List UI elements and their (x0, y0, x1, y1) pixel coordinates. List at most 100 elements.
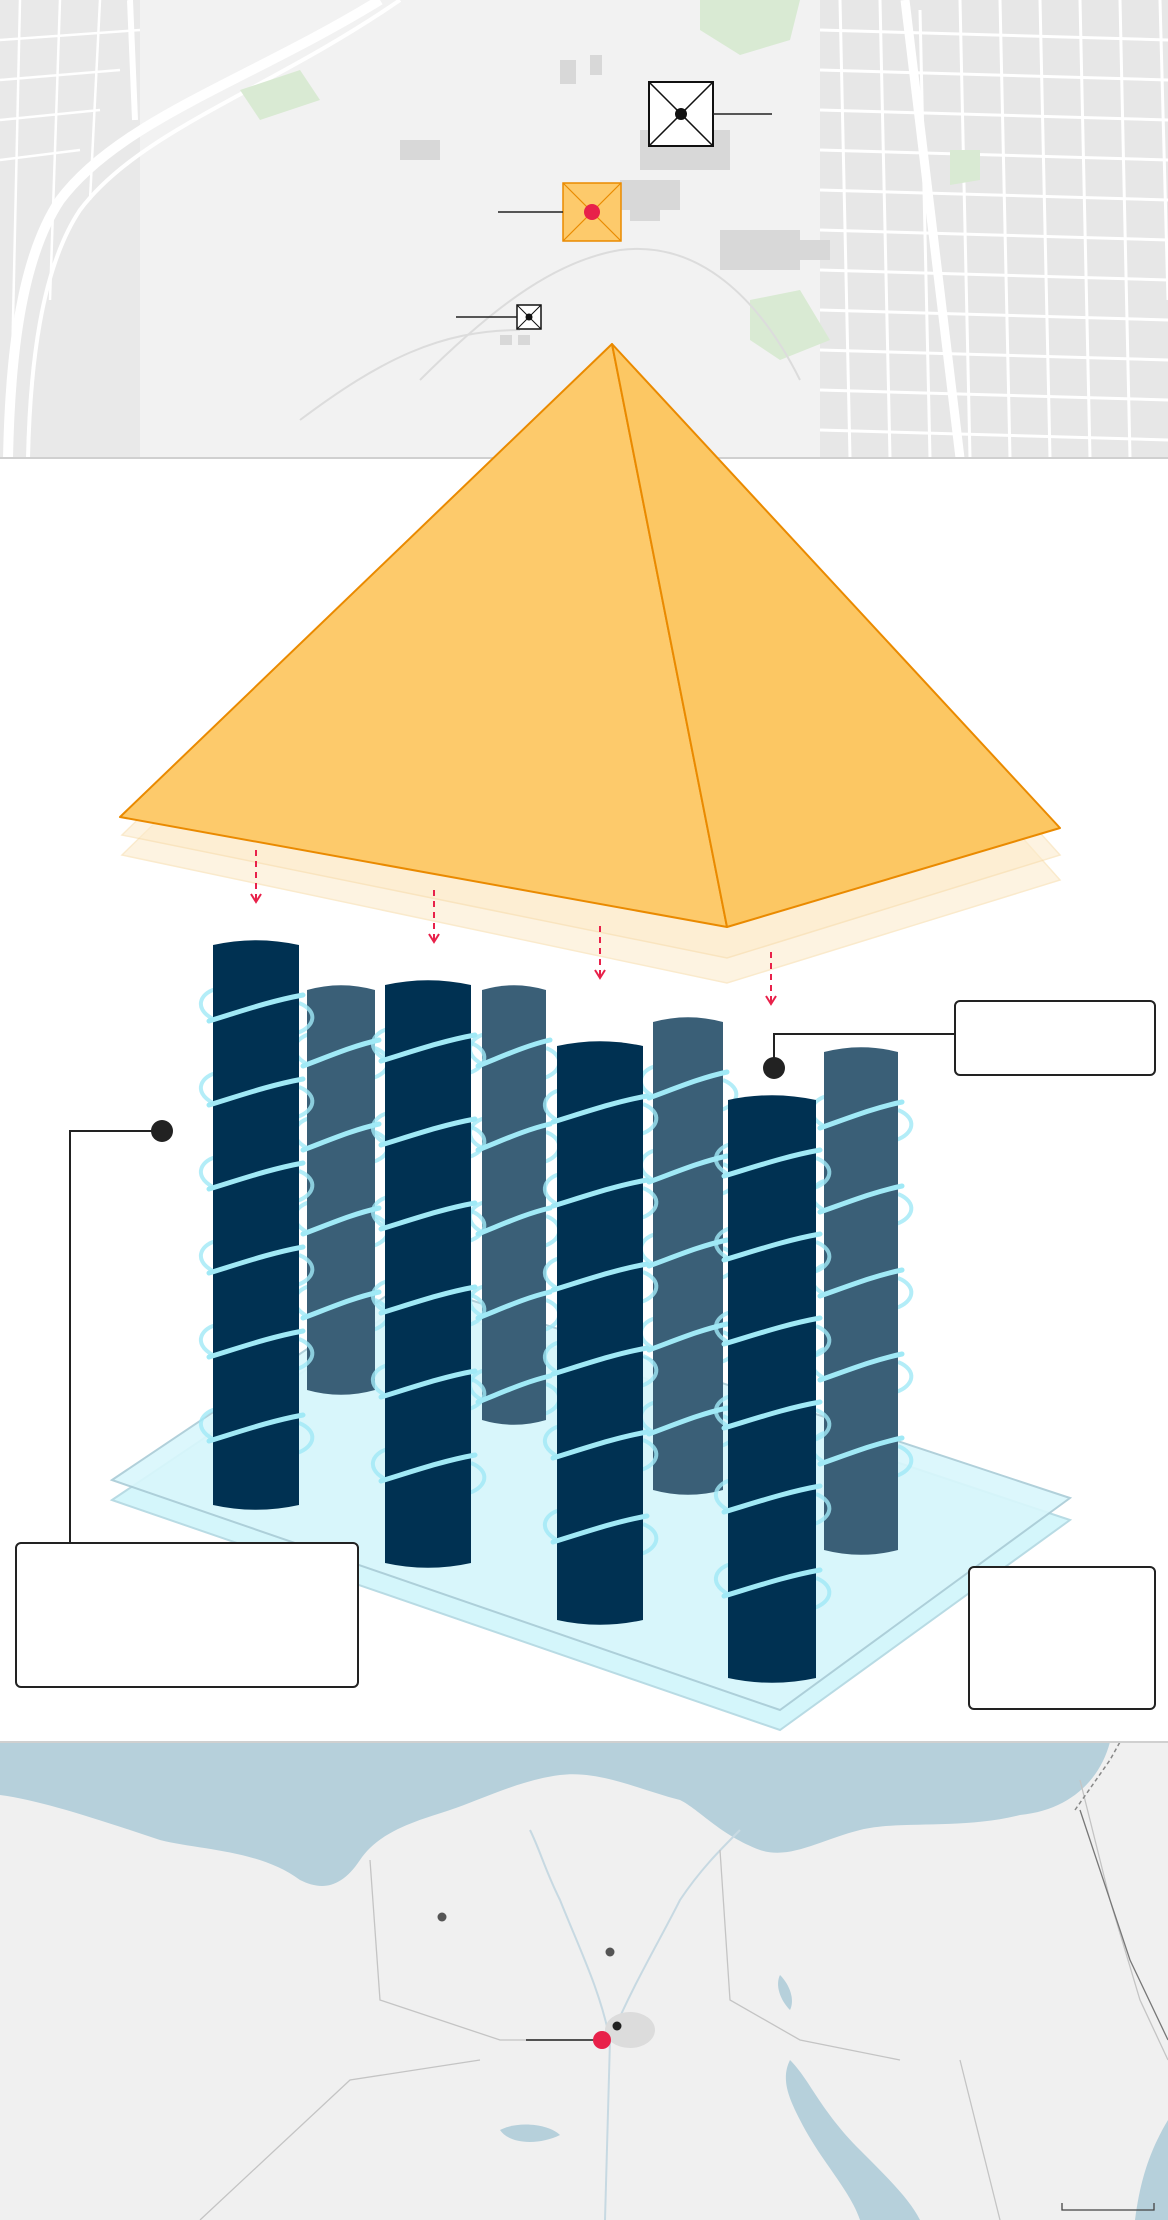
spiral-back (640, 1270, 659, 1304)
spiral-back (296, 1001, 315, 1035)
primary-shaft (198, 940, 315, 1510)
spiral-back (296, 1085, 315, 1119)
spiral-back (640, 1102, 659, 1136)
spiral-back (813, 1576, 832, 1610)
secondary-shaft (809, 1047, 914, 1555)
primary-shaft (713, 1095, 832, 1683)
spiral-back (468, 1377, 487, 1411)
spiral-front (550, 1093, 650, 1125)
spiral-front (378, 1116, 478, 1148)
shaft-body (728, 1095, 816, 1683)
highway (3, 0, 383, 458)
pyramid-face-right (611, 343, 1061, 928)
green-area (700, 0, 800, 55)
spiral-front (817, 1099, 905, 1131)
spiral-back (296, 1253, 315, 1287)
plateau-buildings (400, 55, 830, 345)
spiral-front (721, 1147, 823, 1179)
spiral-front (817, 1351, 905, 1383)
administrative-boundaries (199, 1779, 1168, 2220)
pyramid-top-view-icon[interactable] (648, 81, 714, 147)
nile-river (529, 1829, 741, 2220)
spiral-back (296, 1421, 315, 1455)
spiral-back (895, 1276, 914, 1310)
spiral-front (206, 1412, 306, 1444)
spiral-back (813, 1408, 832, 1442)
location-dot-icon[interactable] (605, 1947, 615, 1957)
spiral-back (895, 1360, 914, 1394)
shaft-body (482, 985, 546, 1425)
spiral-back (468, 1461, 487, 1495)
spiral-back (813, 1240, 832, 1274)
guide-arrow (428, 890, 440, 944)
spiral-front (721, 1567, 823, 1599)
spiral-back (640, 1522, 659, 1556)
spiral-back (468, 1293, 487, 1327)
callout-dot-icon (151, 1120, 173, 1142)
guide-arrow (250, 850, 262, 904)
spiral-front (817, 1183, 905, 1215)
shaft-body (307, 985, 375, 1395)
mediterranean-sea (0, 1742, 1110, 1886)
spiral-front (550, 1261, 650, 1293)
spiral-front (646, 1237, 730, 1269)
spiral-back (296, 1337, 315, 1371)
highlighted-location-marker[interactable] (593, 2031, 611, 2049)
spiral-front (550, 1177, 650, 1209)
spiral-front (721, 1399, 823, 1431)
spiral-front (721, 1315, 823, 1347)
spiral-front (817, 1435, 905, 1467)
shafts-group (198, 940, 914, 1683)
spiral-back (640, 1186, 659, 1220)
pyramid (119, 343, 1061, 928)
spiral-front (550, 1345, 650, 1377)
spiral-back (468, 1125, 487, 1159)
primary-shaft (542, 1041, 659, 1625)
callout-lower-right (968, 1566, 1156, 1710)
spiral-front (646, 1405, 730, 1437)
small-pyramid-top-view-icon[interactable] (516, 304, 542, 330)
spiral-back (895, 1108, 914, 1142)
spiral-back (468, 1041, 487, 1075)
spiral-back (813, 1324, 832, 1358)
location-dot-icon[interactable] (612, 2021, 622, 2031)
shaft-body (824, 1047, 898, 1555)
callout-lower-left (15, 1542, 359, 1688)
highlighted-pyramid-top-view-icon[interactable] (562, 182, 622, 242)
spiral-back (296, 1169, 315, 1203)
guide-arrow (594, 926, 606, 980)
spiral-front (206, 1244, 306, 1276)
callout-upper-right-connector (763, 1033, 954, 1079)
spiral-front (206, 1160, 306, 1192)
guide-arrow (765, 952, 777, 1006)
spiral-back (468, 1209, 487, 1243)
spiral-front (721, 1231, 823, 1263)
spiral-front (378, 1032, 478, 1064)
location-dot-icon[interactable] (437, 1912, 447, 1922)
spiral-front (550, 1429, 650, 1461)
callout-upper-right (954, 1000, 1156, 1076)
callout-dot-icon (763, 1057, 785, 1079)
shaft-body (385, 980, 471, 1568)
regional-map (0, 1742, 1168, 2220)
urban-area (819, 0, 1168, 458)
primary-shaft (370, 980, 487, 1568)
shaft-body (653, 1017, 723, 1495)
spiral-back (813, 1156, 832, 1190)
spiral-back (640, 1354, 659, 1388)
spiral-front (378, 1368, 478, 1400)
red-sea (785, 2060, 920, 2220)
callout-lower-left-connector (69, 1120, 173, 1542)
spiral-front (550, 1513, 650, 1545)
spiral-front (817, 1267, 905, 1299)
spiral-front (378, 1284, 478, 1316)
spiral-front (206, 1076, 306, 1108)
scale-bar (1061, 2203, 1155, 2211)
spiral-back (640, 1438, 659, 1472)
cairo-urban-area (605, 2012, 655, 2048)
spiral-front (378, 1452, 478, 1484)
spiral-back (895, 1444, 914, 1478)
spiral-front (206, 992, 306, 1024)
spiral-back (720, 1078, 739, 1112)
